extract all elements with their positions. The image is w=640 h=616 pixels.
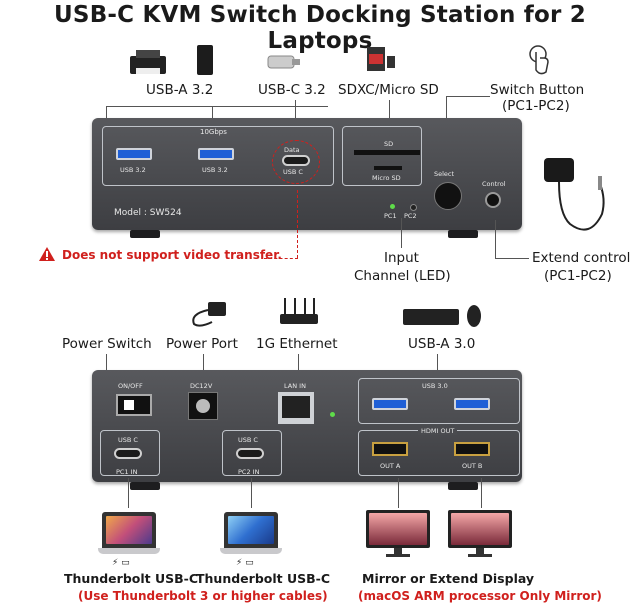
usb30-port-1[interactable] xyxy=(372,398,408,410)
page-title: USB-C KVM Switch Docking Station for 2 L… xyxy=(54,2,586,54)
mirror-note: (macOS ARM processor Only Mirror) xyxy=(358,589,602,603)
pc1-led xyxy=(390,204,395,209)
select-button[interactable] xyxy=(434,182,462,210)
usba30-label: USB-A 3.0 xyxy=(408,336,476,352)
extend-control-label: Extend control xyxy=(532,250,631,266)
warning-icon xyxy=(38,246,56,262)
mirror-label: Mirror or Extend Display xyxy=(362,571,535,586)
lan-led xyxy=(330,412,335,417)
usbc-pc1-label: USB C xyxy=(118,436,138,444)
ethernet-label: 1G Ethernet xyxy=(256,336,338,352)
hdmi-out-label: HDMI OUT xyxy=(418,427,458,435)
hand-tap-icon xyxy=(526,44,552,78)
switch-button-sub: (PC1-PC2) xyxy=(502,98,570,114)
dc-power-jack[interactable] xyxy=(188,392,218,420)
hdmi-out-b-port[interactable] xyxy=(454,442,490,456)
tb-note: (Use Thunderbolt 3 or higher cables) xyxy=(78,589,328,603)
sd-slot[interactable] xyxy=(354,150,420,155)
usbc-pc2-port[interactable] xyxy=(236,448,264,459)
tb1-label: Thunderbolt USB-C xyxy=(64,571,199,586)
model-label: Model : SW524 xyxy=(114,208,182,218)
rear-panel: ON/OFF DC12V LAN IN USB 3.0 HDMI OUT OUT… xyxy=(92,370,522,482)
lan-port[interactable] xyxy=(278,392,314,424)
sd-slot-label: SD xyxy=(384,140,394,148)
switch-button-label: Switch Button xyxy=(490,82,585,98)
usb30-port-2[interactable] xyxy=(454,398,490,410)
usbc-pc1-port[interactable] xyxy=(114,448,142,459)
front-panel: 10Gbps USB 3.2 USB 3.2 Data USB C SD Mic… xyxy=(92,118,522,230)
microsd-slot[interactable] xyxy=(374,166,402,170)
pc1-label: PC1 xyxy=(384,212,397,220)
input-channel-sub: Channel (LED) xyxy=(354,268,451,284)
pc2-label: PC2 xyxy=(404,212,417,220)
usb32-port-1[interactable] xyxy=(116,148,152,160)
usb32-port-2[interactable] xyxy=(198,148,234,160)
monitor-b-icon xyxy=(448,510,512,558)
router-icon xyxy=(276,296,322,328)
control-label: Control xyxy=(482,180,506,188)
power-port-label: Power Port xyxy=(166,336,238,352)
laptop-1-icon xyxy=(98,512,160,556)
usb30-label: USB 3.0 xyxy=(422,382,448,390)
usbc32-label: USB-C 3.2 xyxy=(258,82,326,98)
onoff-label: ON/OFF xyxy=(118,382,143,390)
usb-stick-icon xyxy=(266,46,302,76)
extend-control-device-icon xyxy=(540,154,610,244)
select-label: Select xyxy=(434,170,455,178)
thunderbolt-icon: ⚡ ▭ xyxy=(236,558,254,568)
input-channel-label: Input xyxy=(384,250,419,266)
sd-label: SDXC/Micro SD xyxy=(338,82,439,98)
usba32-label: USB-A 3.2 xyxy=(146,82,214,98)
dc-label: DC12V xyxy=(190,382,213,390)
sd-card-icon xyxy=(366,46,396,76)
extend-control-sub: (PC1-PC2) xyxy=(544,268,612,284)
warning-text: Does not support video transfer. xyxy=(62,248,282,262)
control-jack[interactable] xyxy=(485,192,501,208)
monitor-a-icon xyxy=(366,510,430,558)
out-a-label: OUT A xyxy=(380,462,401,470)
laptop-2-icon xyxy=(220,512,282,556)
microsd-label: Micro SD xyxy=(372,174,401,182)
pc2-in-label: PC2 IN xyxy=(238,468,260,476)
out-b-label: OUT B xyxy=(462,462,483,470)
printer-icon xyxy=(128,48,168,78)
power-switch[interactable] xyxy=(116,394,152,416)
tb2-label: Thunderbolt USB-C xyxy=(196,571,331,586)
mouse-icon xyxy=(466,304,482,328)
usb32-port-1-label: USB 3.2 xyxy=(120,166,146,174)
pc2-led xyxy=(410,204,417,211)
usbc-pc2-label: USB C xyxy=(238,436,258,444)
power-switch-label: Power Switch xyxy=(62,336,152,352)
hdmi-out-a-port[interactable] xyxy=(372,442,408,456)
speed-label: 10Gbps xyxy=(200,128,227,136)
usb32-port-2-label: USB 3.2 xyxy=(202,166,228,174)
power-adapter-icon xyxy=(186,300,230,328)
lan-label: LAN IN xyxy=(284,382,306,390)
pc1-in-label: PC1 IN xyxy=(116,468,138,476)
hard-drive-icon xyxy=(196,44,214,76)
keyboard-icon xyxy=(402,306,460,328)
thunderbolt-icon: ⚡ ▭ xyxy=(112,558,130,568)
